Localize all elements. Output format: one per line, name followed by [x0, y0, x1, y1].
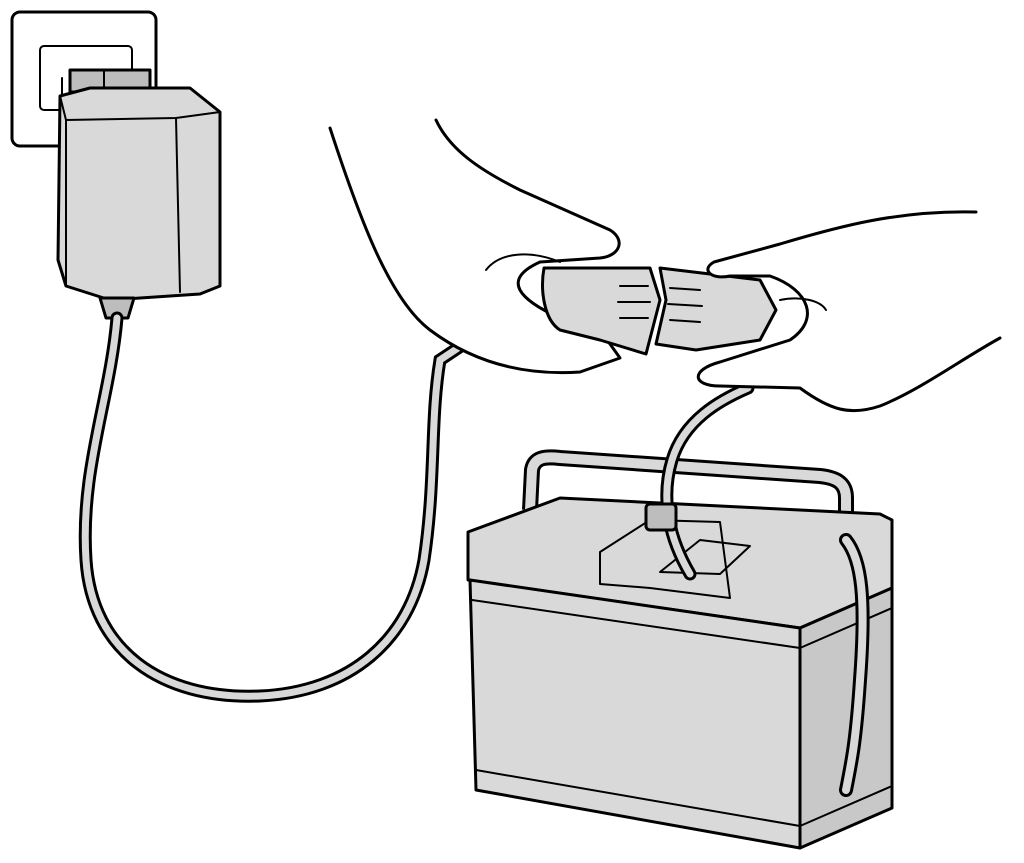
battery — [466, 449, 894, 850]
cable-connector — [541, 266, 778, 356]
wall-charger — [56, 68, 222, 320]
charger-cable — [78, 311, 477, 703]
battery-cable — [644, 381, 755, 581]
right-hand — [696, 210, 1002, 413]
